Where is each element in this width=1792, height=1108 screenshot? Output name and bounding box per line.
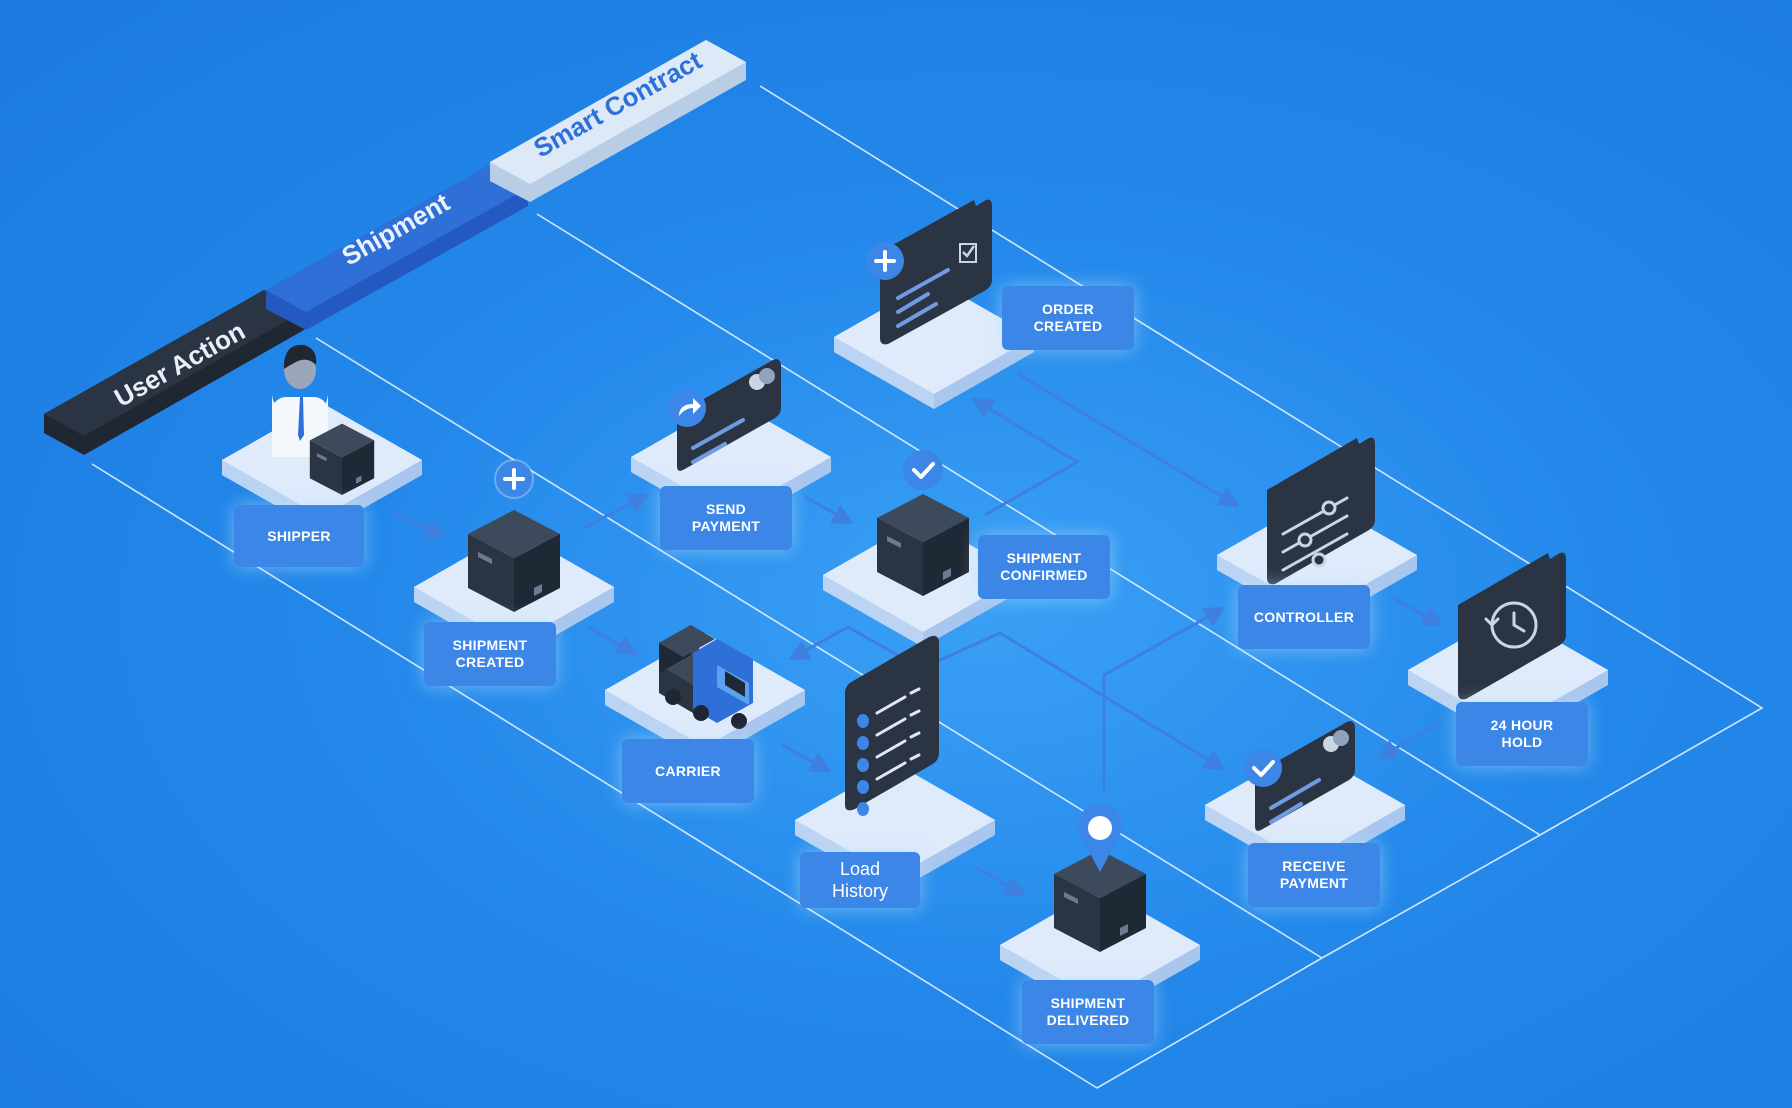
node-order-created [834, 199, 1034, 409]
lane-header-smart-contract: Smart Contract [490, 40, 746, 202]
arrow-controller-to-hold [1392, 596, 1444, 627]
node-send-payment [631, 359, 831, 529]
truck-icon [659, 625, 753, 729]
arrow-delivered-to-controller [1102, 606, 1226, 792]
share-arrow-icon [668, 389, 706, 427]
arrow-carrier-to-load-history [781, 743, 832, 773]
arrow-shipper-to-shipment-created [394, 510, 446, 538]
lane-header-shipment: Shipment [266, 166, 528, 330]
user-action-shipment-divider [315, 337, 1323, 959]
plus-icon [866, 242, 904, 280]
label-load-history: Load History [800, 852, 920, 908]
node-carrier [605, 625, 805, 762]
node-receive-payment [1205, 721, 1405, 877]
payment-card-icon [1255, 721, 1355, 831]
label-controller: CONTROLLER [1238, 585, 1370, 649]
arrow-shipment-created-to-carrier [587, 625, 638, 656]
shipment-smartcontract-divider [536, 213, 1541, 836]
arrow-send-payment-to-confirmed [804, 495, 854, 525]
clock-history-icon [1458, 552, 1566, 700]
payment-card-icon [677, 359, 781, 471]
settings-sliders-icon [1267, 437, 1375, 585]
plus-icon [494, 459, 534, 499]
node-shipment-confirmed [823, 450, 1023, 647]
label-shipment-delivered: SHIPMENT DELIVERED [1022, 980, 1154, 1044]
label-order-created: ORDER CREATED [1002, 286, 1134, 350]
label-shipment-created: SHIPMENT CREATED [424, 622, 556, 686]
arrow-shipment-created-to-send-payment [584, 494, 650, 529]
label-shipper: SHIPPER [234, 505, 364, 567]
checklist-icon [845, 635, 939, 816]
order-document-icon [880, 199, 992, 345]
label-shipment-confirmed: SHIPMENT CONFIRMED [978, 535, 1110, 599]
node-controller [1217, 437, 1417, 627]
arrow-hold-to-receive-payment [1376, 720, 1443, 760]
node-shipment-created [414, 459, 614, 659]
lane-header-user-action: User Action [44, 290, 304, 455]
label-24-hour-hold: 24 HOUR HOLD [1456, 702, 1588, 766]
right-divider [1321, 834, 1541, 959]
checkmark-icon [1244, 749, 1282, 787]
arrow-controller-to-receive-payment [924, 631, 1226, 771]
checkmark-icon [903, 450, 943, 490]
arrow-confirmed-to-carrier [788, 625, 916, 667]
node-load-history [795, 635, 995, 892]
node-24-hour-hold [1408, 552, 1608, 742]
label-carrier: CARRIER [622, 739, 754, 803]
label-receive-payment: RECEIVE PAYMENT [1248, 843, 1380, 907]
arrow-confirmed-to-order-created [971, 397, 1080, 517]
node-shipment-delivered [1000, 803, 1200, 1017]
arrow-load-history-to-delivered [974, 865, 1026, 897]
location-pin-icon [1078, 803, 1122, 872]
arrow-order-created-to-controller [1017, 372, 1240, 508]
flow-arrows [394, 372, 1444, 897]
label-send-payment: SEND PAYMENT [660, 486, 792, 550]
node-shipper [222, 344, 422, 532]
